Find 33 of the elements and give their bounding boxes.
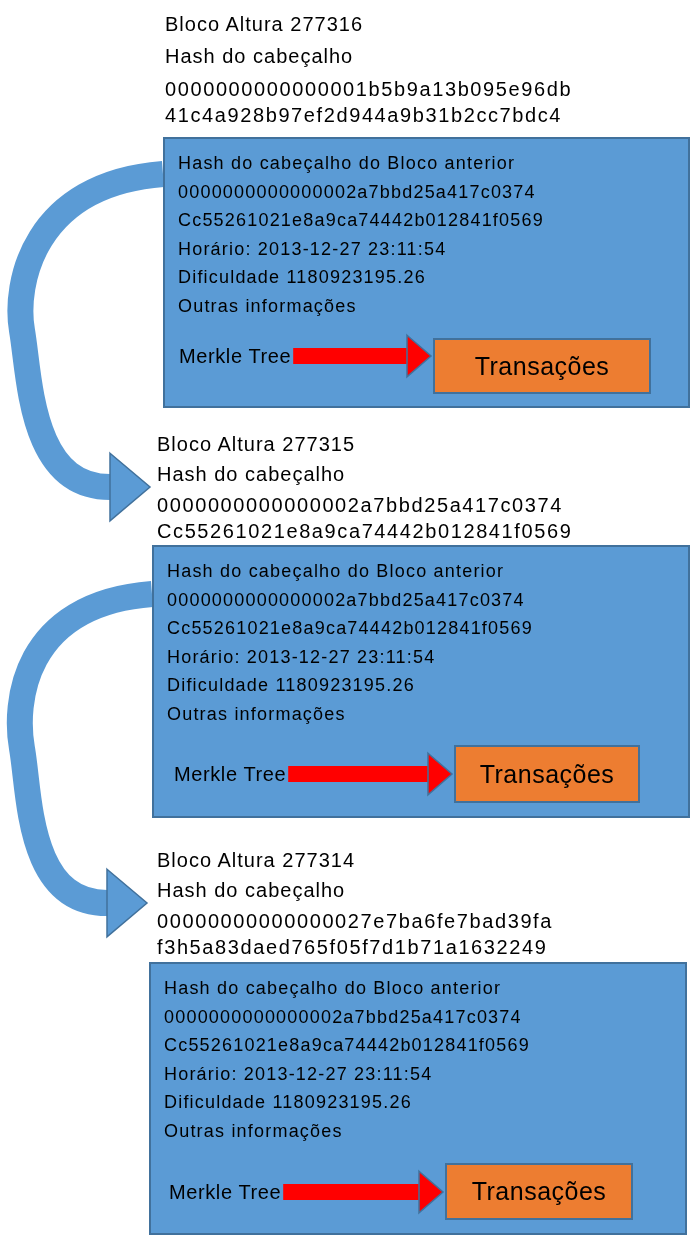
header-field-text: Outras informações [178,294,357,318]
header-field-text: Outras informações [164,1119,343,1143]
header-field-text: 0000000000000002a7bbd25a417c0374 [164,1005,522,1029]
block-height-title: Bloco Altura 277315 [157,432,357,456]
header-field-text: Horário: 2013-12-27 23:11:54 [164,1062,433,1086]
header-hash-value: 00000000000000027e7ba6fe7bad39fa f3h5a83daed765f05f7d1b71a1632249 [157,909,554,960]
header-field-text: Hash do cabeçalho do Bloco anterior [167,560,505,583]
transactions-box: Transações [454,745,640,803]
header-hash-label: Hash do cabeçalho [157,462,347,486]
header-hash-value: 0000000000000001b5b9a13b095e96db 41c4a928b97ef2d944a9b31b2cc7bdc4 [165,77,574,128]
header-field-text: Horário: 2013-12-27 23:11:54 [167,645,436,669]
header-field-text: Outras informações [167,702,346,726]
merkle-tree-label: Merkle Tree [179,343,292,369]
block-height-title: Bloco Altura 277316 [165,12,365,36]
header-hash-label: Hash do cabeçalho [165,44,355,68]
header-field-text: Dificuldade 1180923195.26 [164,1091,412,1114]
header-hash-label: Hash do cabeçalho [157,878,347,902]
merkle-tree-label: Merkle Tree [174,761,287,787]
transactions-box: Transações [433,338,651,394]
header-field-text: Dificuldade 1180923195.26 [178,266,426,289]
header-field-text: Dificuldade 1180923195.26 [167,674,415,697]
header-field-text: Cc55261021e8a9ca74442b012841f0569 [178,209,544,232]
header-field-text: 0000000000000002a7bbd25a417c0374 [167,588,525,612]
header-field-text: Hash do cabeçalho do Bloco anterior [164,977,502,1000]
header-field-text: Cc55261021e8a9ca74442b012841f0569 [164,1034,530,1057]
header-field-text: Hash do cabeçalho do Bloco anterior [178,152,516,175]
header-field-text: Cc55261021e8a9ca74442b012841f0569 [167,617,533,640]
header-hash-value: 0000000000000002a7bbd25a417c0374 Cc55261021e8a9ca74442b012841f0569 [157,493,574,544]
header-field-text: 0000000000000002a7bbd25a417c0374 [178,180,536,204]
merkle-tree-label: Merkle Tree [169,1179,282,1205]
block-height-title: Bloco Altura 277314 [157,848,357,872]
transactions-box: Transações [445,1163,633,1220]
header-field-text: Horário: 2013-12-27 23:11:54 [178,237,447,261]
